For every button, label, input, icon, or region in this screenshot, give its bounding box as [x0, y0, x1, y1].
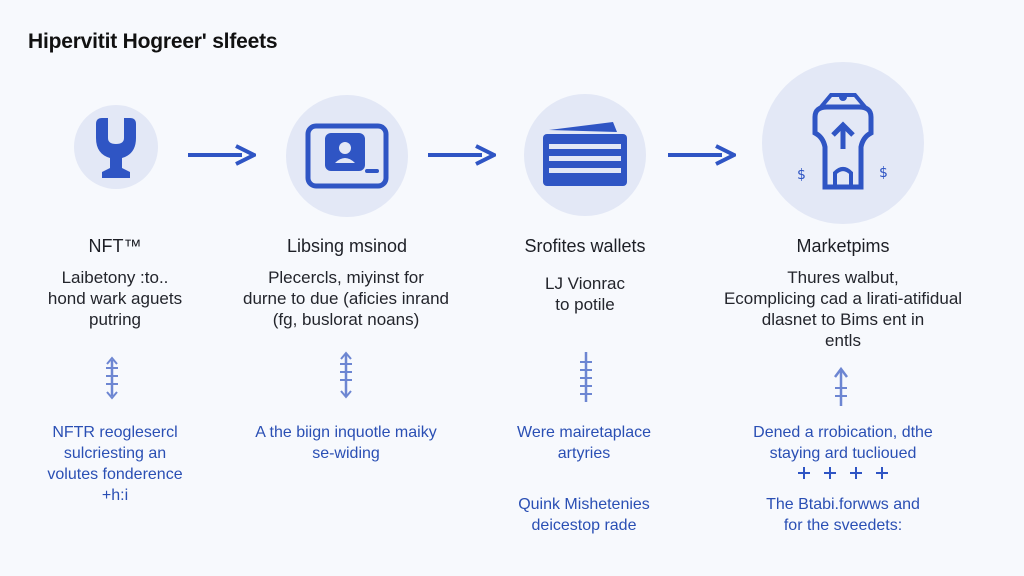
stage-3-title: Srofites wallets	[524, 236, 646, 256]
stage-1-note-line: sulcriesting an	[63, 445, 167, 462]
svg-text:$: $	[797, 167, 806, 183]
stage-2-note-line: A the biign inquotle maiky	[255, 424, 437, 441]
stage-2-desc-line: durne to due (aficies inrand	[242, 289, 450, 308]
stage-2-title: Libsing msinod	[286, 236, 408, 256]
stage-4-desc-line: entls	[825, 331, 861, 350]
stage-3-connector	[580, 352, 592, 402]
goblet-icon	[96, 118, 136, 178]
stage-3-note-line: Were mairetaplace	[517, 424, 651, 441]
svg-text:$: $	[879, 165, 888, 181]
arrow-3-to-4	[668, 144, 736, 166]
stage-1-note: NFTR reoglesercl sulcriesting an volutes…	[0, 422, 265, 506]
stage-4-desc-line: Thures walbut,	[787, 268, 899, 287]
stage-3-description: LJ Vionrac to potile	[435, 273, 735, 315]
stage-3-desc-line: to potile	[555, 295, 615, 314]
stage-2-desc-line: Plecercls, miyinst for	[268, 268, 424, 287]
wallet-icon	[543, 122, 627, 186]
stage-4-note-secondary: The Btabi.forwws and for the sveedets:	[683, 494, 1003, 536]
stage-4-desc-line: dlasnet to Bims ent in	[761, 310, 925, 329]
stage-4-note: Dened a rrobication, dthe staying ard tu…	[683, 422, 1003, 464]
stage-1-desc-line: hond wark aguets	[47, 289, 183, 308]
stage-3-note-secondary: Quink Mishetenies deicestop rade	[434, 494, 734, 536]
stage-4-note2-line: The Btabi.forwws and	[766, 496, 920, 513]
arrow-1-to-2	[188, 144, 256, 166]
stage-1-circle	[74, 105, 158, 189]
stage-4-note-line: staying ard tuclioued	[769, 445, 917, 462]
stage-2-connector	[340, 351, 352, 399]
stage-3-note-line: artyries	[557, 445, 611, 462]
stage-1-note-line: volutes fonderence	[47, 466, 183, 483]
marketplace-robot-icon: $ $	[797, 93, 888, 190]
stage-1-title: NFT™	[88, 236, 142, 256]
stage-3-note2-line: deicestop rade	[531, 517, 637, 534]
stage-4-title: Marketpims	[796, 236, 890, 256]
stage-3-note2-line: Quink Mishetenies	[518, 496, 650, 513]
stage-3-note: Were mairetaplace artyries	[434, 422, 734, 464]
stage-2-description: Plecercls, miyinst for durne to due (afi…	[196, 267, 496, 330]
stage-4-note2-line: for the sveedets:	[783, 517, 903, 534]
stage-2-desc-line: (fg, buslorat noans)	[272, 310, 420, 329]
stage-3-desc-line: LJ Vionrac	[544, 274, 625, 293]
stage-1-note-line: +h:i	[101, 487, 129, 504]
arrow-2-to-3	[428, 144, 496, 166]
certificate-icon	[305, 123, 389, 189]
stage-4-description: Thures walbut, Ecomplicing cad a lirati-…	[683, 267, 1003, 351]
page-title: Hipervitit Hogreer' slfeets	[28, 30, 278, 53]
stage-2-note: A the biign inquotle maiky se-widing	[196, 422, 496, 464]
stage-1-desc-line: putring	[89, 310, 141, 329]
stage-4-note-line: Dened a rrobication, dthe	[753, 424, 933, 441]
stage-4-circle: $ $	[762, 62, 924, 224]
stage-1-desc-line: Laibetony :to..	[61, 268, 169, 287]
stage-3-circle	[524, 94, 646, 216]
stage-1-description: Laibetony :to.. hond wark aguets putring	[0, 267, 265, 330]
stage-2-circle	[286, 95, 408, 217]
stage-1-connector	[106, 356, 118, 400]
stage-1-note-line: NFTR reoglesercl	[52, 424, 178, 441]
stage-4-desc-line: Ecomplicing cad a lirati-atifidual	[723, 289, 963, 308]
stage-2-note-line: se-widing	[312, 445, 380, 462]
stage-4-connector	[834, 366, 848, 406]
plus-row-icon	[798, 467, 888, 479]
